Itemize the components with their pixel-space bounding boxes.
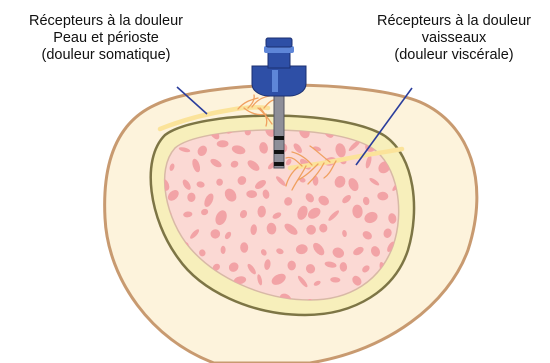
needle-tip-marker-3: [274, 162, 284, 166]
needle-hub-neck: [268, 52, 290, 68]
needle-shaft: [274, 88, 284, 168]
needle-hub-base: [252, 66, 306, 96]
needle-tip-marker-1: [274, 136, 284, 140]
needle-tip-marker-2: [274, 150, 284, 154]
trabecula-blob: [216, 179, 223, 186]
needle-hub-highlight: [272, 70, 278, 92]
needle-hub-cap: [266, 38, 292, 47]
